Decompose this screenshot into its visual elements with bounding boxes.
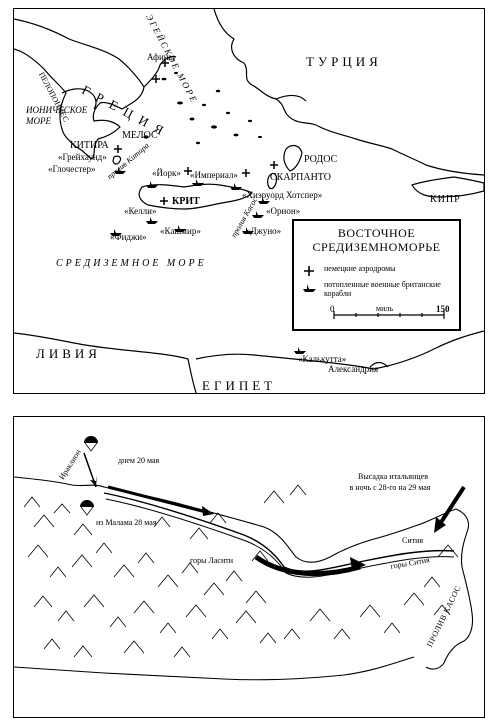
- label-athens: Афины: [147, 52, 175, 62]
- label-turkey: ТУРЦИЯ: [306, 54, 382, 69]
- label-ship-kashmir: «Кашмир»: [160, 226, 201, 236]
- map2-terrain: [14, 436, 474, 681]
- map-legend: ВОСТОЧНОЕ СРЕДИЗЕМНОМОРЬЕ немецкие аэрод…: [292, 219, 461, 331]
- airfield-icon: [304, 266, 314, 276]
- legend-title: ВОСТОЧНОЕ СРЕДИЗЕМНОМОРЬЕ: [312, 226, 441, 254]
- label-mediterranean-sea: СРЕДИЗЕМНОЕ МОРЕ: [56, 258, 207, 269]
- legend-sunk-text: потопленные военные британские корабли: [324, 280, 441, 298]
- label-sitia-town: Сития: [402, 536, 424, 545]
- scale-start: 0: [330, 304, 335, 314]
- label-scarpanto: СКАРПАНТО: [270, 172, 331, 183]
- label-libya: ЛИВИЯ: [36, 346, 101, 361]
- eastern-mediterranean-map: ТУРЦИЯ ГРЕЦИЯ ПЕЛОПОННЕС КРИТ КИПР ЛИВИЯ…: [13, 8, 485, 394]
- label-ship-fiji: «Фиджи»: [110, 232, 147, 242]
- label-ship-kelly: «Келли»: [124, 206, 157, 216]
- label-ship-orion: «Орион»: [266, 206, 301, 216]
- label-landing-line1: Высадка итальянцев: [357, 472, 428, 481]
- label-kythira-island: КИТИРА: [70, 140, 109, 151]
- attack-arrows: [83, 452, 466, 576]
- legend-airfields-text: немецкие аэродромы: [324, 264, 396, 273]
- label-ionian-sea: ИОНИЧЕСКОЕ МОРЕ: [26, 105, 88, 126]
- label-ship-greyhound: «Грейхаунд»: [58, 152, 107, 162]
- label-ship-gloucester: «Глочестер»: [48, 164, 96, 174]
- paratrooper-markers: [80, 436, 98, 516]
- label-ship-imperial: «Империал»: [190, 170, 238, 180]
- label-egypt: ЕГИПЕТ: [202, 378, 277, 393]
- scale-unit: миль: [376, 304, 393, 313]
- airfield-markers: [114, 59, 278, 205]
- scale-bar: [333, 311, 445, 319]
- label-ship-hereward: «Хиэруорд Хотспер»: [242, 190, 323, 200]
- label-rhodes: РОДОС: [304, 154, 338, 165]
- label-alexandria: Александрия: [328, 364, 379, 374]
- label-ship-york: «Йорк»: [152, 168, 181, 178]
- label-malama: из Малама 28 мая: [96, 518, 157, 527]
- sunk-ship-icon: [303, 284, 316, 292]
- label-day20: днем 20 мая: [118, 456, 160, 465]
- map1-coastlines: [14, 9, 484, 393]
- mountain-hatching: [23, 484, 459, 658]
- label-ship-juno: «Джуно»: [246, 226, 282, 236]
- scale-end: 150: [436, 304, 450, 314]
- label-crete: КРИТ: [172, 196, 200, 207]
- crete-detail-map: Ираклион днем 20 мая из Малама 28 мая Вы…: [13, 416, 485, 718]
- label-melos: МЕЛОС: [122, 130, 158, 141]
- sunk-ship-markers: [110, 167, 306, 354]
- label-lasithi: горы Ласити: [190, 556, 234, 565]
- label-cyprus: КИПР: [430, 194, 461, 205]
- label-landing-line2: в ночь с 28-го на 29 мая: [349, 483, 431, 492]
- label-ship-calcutta: «Калькутта»: [298, 354, 347, 364]
